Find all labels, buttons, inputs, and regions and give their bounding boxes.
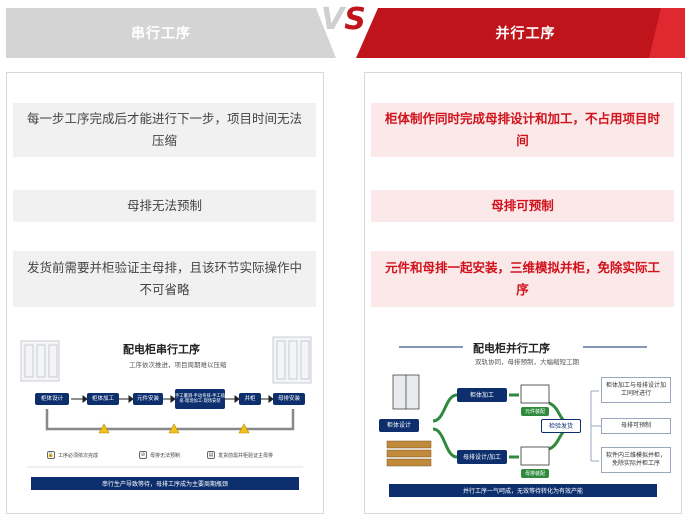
loop-arrow <box>45 409 295 431</box>
serial-step-cabinet-machining: 柜体加工 <box>87 393 119 405</box>
parallel-node-busbar-design: 母排设计/加工 <box>457 450 507 464</box>
serial-step-busbar-manual: 手工量测·手动弯排·手工插排·现场加工·现场安装 <box>175 389 225 409</box>
parallel-point-1: 柜体制作同时完成母排设计和加工，不占用项目时间 <box>371 103 674 157</box>
parallel-point-2: 母排可预制 <box>371 190 674 222</box>
serial-process-banner: 串行工序 <box>6 8 336 58</box>
serial-point-2: 母排无法预制 <box>13 190 316 222</box>
parallel-diagram-title: 配电柜并行工序 <box>473 342 550 355</box>
warning-icons <box>98 423 250 434</box>
monitor-illustrations <box>520 384 550 466</box>
serial-step-busbar-install: 母排安装 <box>273 393 305 405</box>
parallel-node-inspect-ship: 检验发货 <box>541 419 581 433</box>
parallel-benefit-3: 软件内三维模拟并柜，免除实际并柜工序 <box>601 447 671 473</box>
parallel-benefit-2: 母排可预制 <box>601 418 671 434</box>
step-arrows <box>71 395 274 403</box>
lock-icon: 🔒 <box>47 451 55 459</box>
busbar-illustration <box>386 440 432 467</box>
cabinet-sketch-left <box>20 340 60 382</box>
serial-diagram: 配电柜串行工序 工序依次推进，项目周期难以压缩 柜体设计 柜体加工 元件安装 手… <box>11 329 319 511</box>
parallel-footer-bar: 并行工序一气呵成，无效等待转化为有效产能 <box>389 484 657 497</box>
parallel-node-cabinet-machining: 柜体加工 <box>457 388 507 402</box>
component-assembly-tag: 元件装配 <box>521 407 550 416</box>
parallel-diagram: 配电柜并行工序 双轨协同，母排预制，大幅缩短工期 柜体设计 柜体加工 母排设计/… <box>369 329 677 511</box>
document-icon: ▤ <box>207 451 215 459</box>
parallel-panel: 柜体制作同时完成母排设计和加工，不占用项目时间 母排可预制 元件和母排一起安装，… <box>364 72 682 514</box>
serial-process-title: 串行工序 <box>131 26 191 42</box>
parallel-diagram-graphics <box>386 346 647 467</box>
serial-point-3: 发货前需要并柜验证主母排，且该环节实际操作中不可省略 <box>13 251 316 307</box>
serial-diagram-title: 配电柜串行工序 <box>123 343 200 356</box>
cabinet-sketch-right <box>272 336 312 384</box>
banner-accent-shape <box>649 8 685 58</box>
serial-diagram-graphics <box>20 336 312 468</box>
serial-diagram-subtitle: 工序依次推进，项目周期难以压缩 <box>129 361 227 369</box>
serial-step-cabinet-merge: 并柜 <box>239 393 261 405</box>
cabinet-illustration <box>392 374 420 410</box>
ban-icon: ⊘ <box>139 451 147 459</box>
serial-warning-1: 🔒工序必须依次完成 <box>47 451 99 459</box>
serial-footer-bar: 串行生产导致等待，母排工序成为主要周期瓶颈 <box>31 477 299 490</box>
serial-step-cabinet-design: 柜体设计 <box>35 393 69 405</box>
parallel-benefit-1: 柜体加工与母排设计加工同时进行 <box>601 377 671 403</box>
parallel-node-cabinet-design: 柜体设计 <box>379 419 419 432</box>
vs-logo: VS <box>321 2 366 37</box>
serial-panel: 每一步工序完成后才能进行下一步，项目时间无法压缩 母排无法预制 发货前需要并柜验… <box>6 72 324 514</box>
parallel-diagram-subtitle: 双轨协同，母排预制，大幅缩短工期 <box>475 358 579 366</box>
parallel-process-banner: 并行工序 <box>356 8 685 58</box>
serial-step-component-install: 元件安装 <box>133 393 163 405</box>
serial-warning-2: ⊘母排无法预制 <box>139 451 181 459</box>
busbar-assembly-tag: 母排装配 <box>521 469 550 478</box>
parallel-point-3: 元件和母排一起安装，三维模拟并柜，免除实际工序 <box>371 251 674 307</box>
serial-point-1: 每一步工序完成后才能进行下一步，项目时间无法压缩 <box>13 103 316 157</box>
serial-warning-3: ▤发货前需并柜验证主母排 <box>207 451 274 459</box>
parallel-process-title: 并行工序 <box>495 26 556 42</box>
